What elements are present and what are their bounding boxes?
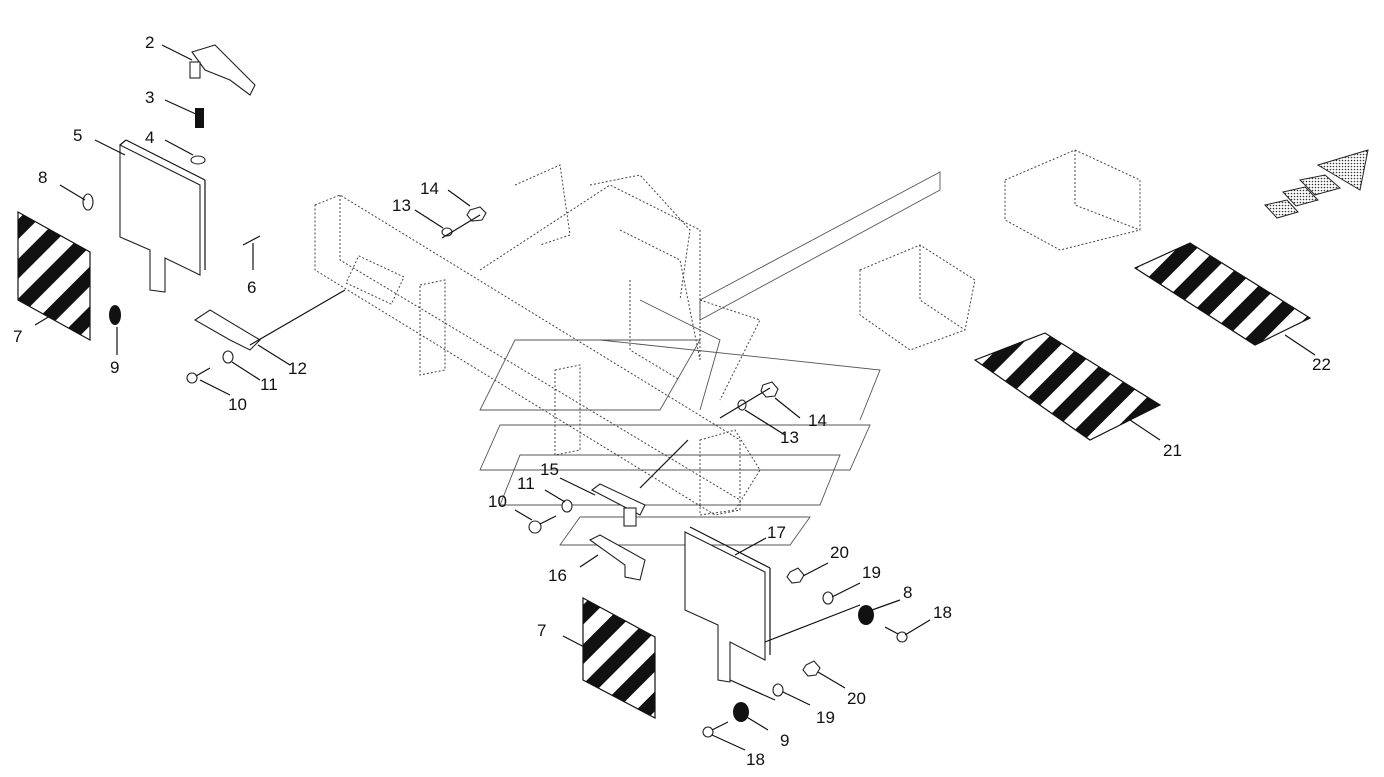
main-frame [314, 164, 761, 516]
callout-15: 15 [540, 460, 559, 479]
striped-plate-22 [1133, 242, 1312, 346]
callout-13-upper: 13 [392, 196, 411, 215]
washer-19-lower [772, 683, 784, 697]
reflector-8-right [858, 605, 874, 625]
washer-11-left [222, 350, 234, 364]
callout-16: 16 [548, 566, 567, 585]
callout-7-left: 7 [13, 327, 22, 346]
callout-20-lower: 20 [847, 689, 866, 708]
callout-19-lower: 19 [816, 708, 835, 727]
bracket-upper-right [1004, 149, 1141, 251]
callout-14-upper: 14 [420, 179, 439, 198]
callout-18-upper: 18 [933, 603, 952, 622]
washer-19-upper [822, 591, 834, 605]
nut-20-upper [786, 567, 805, 584]
callout-10-left: 10 [228, 395, 247, 414]
callout-14-right: 14 [808, 411, 827, 430]
callout-11-middle: 11 [517, 474, 535, 493]
bolt-10-middle [528, 515, 557, 534]
callout-labels: 2 3 4 5 6 7 8 9 10 11 12 13 14 13 14 15 … [13, 33, 1331, 769]
mounting-plate-17 [684, 526, 771, 683]
leader-lines [34, 44, 1316, 751]
callout-22: 22 [1312, 355, 1331, 374]
bolt-10-left [186, 367, 211, 384]
spring-3 [195, 108, 204, 128]
callout-5: 5 [73, 126, 82, 145]
arrow-reflectors [1264, 149, 1369, 219]
callout-13-right: 13 [780, 428, 799, 447]
hinge-15 [590, 483, 646, 527]
washer-4 [190, 155, 206, 165]
reflector-8-left [82, 193, 94, 211]
callout-3: 3 [145, 88, 154, 107]
callout-12: 12 [288, 359, 307, 378]
reflector-9-left [109, 305, 121, 325]
callout-20-upper: 20 [830, 543, 849, 562]
nut-14-right [760, 381, 779, 398]
mounting-plate-5 [119, 139, 206, 293]
striped-plate-21 [973, 332, 1162, 441]
callout-9-left: 9 [110, 358, 119, 377]
washer-11-middle [561, 499, 573, 513]
callout-18-lower: 18 [746, 750, 765, 769]
pin-6 [242, 235, 261, 246]
striped-plate-7-bottom [582, 596, 656, 719]
hinge-12 [193, 309, 261, 351]
callout-10-middle: 10 [488, 492, 507, 511]
callout-8-left: 8 [38, 168, 47, 187]
hinge-16 [588, 534, 646, 581]
callout-9-right: 9 [780, 731, 789, 750]
bracket-mid-right [859, 244, 976, 351]
callout-7-bottom: 7 [537, 621, 546, 640]
callout-4: 4 [145, 128, 154, 147]
reflector-arrow-outline [479, 171, 941, 546]
hinge-2 [189, 44, 256, 96]
bolt-18-lower [702, 721, 729, 738]
nut-14-upper [466, 206, 487, 222]
callout-19-upper: 19 [862, 563, 881, 582]
callout-11-left: 11 [260, 375, 278, 394]
callout-8-right: 8 [903, 583, 912, 602]
callout-17: 17 [767, 523, 786, 542]
callout-21: 21 [1163, 441, 1182, 460]
nut-20-lower [802, 660, 821, 677]
striped-plate-7-left [17, 210, 91, 342]
reflector-9-right [733, 702, 749, 722]
callout-2: 2 [145, 33, 154, 52]
callout-6: 6 [247, 278, 256, 297]
bolt-18-upper [884, 626, 908, 643]
